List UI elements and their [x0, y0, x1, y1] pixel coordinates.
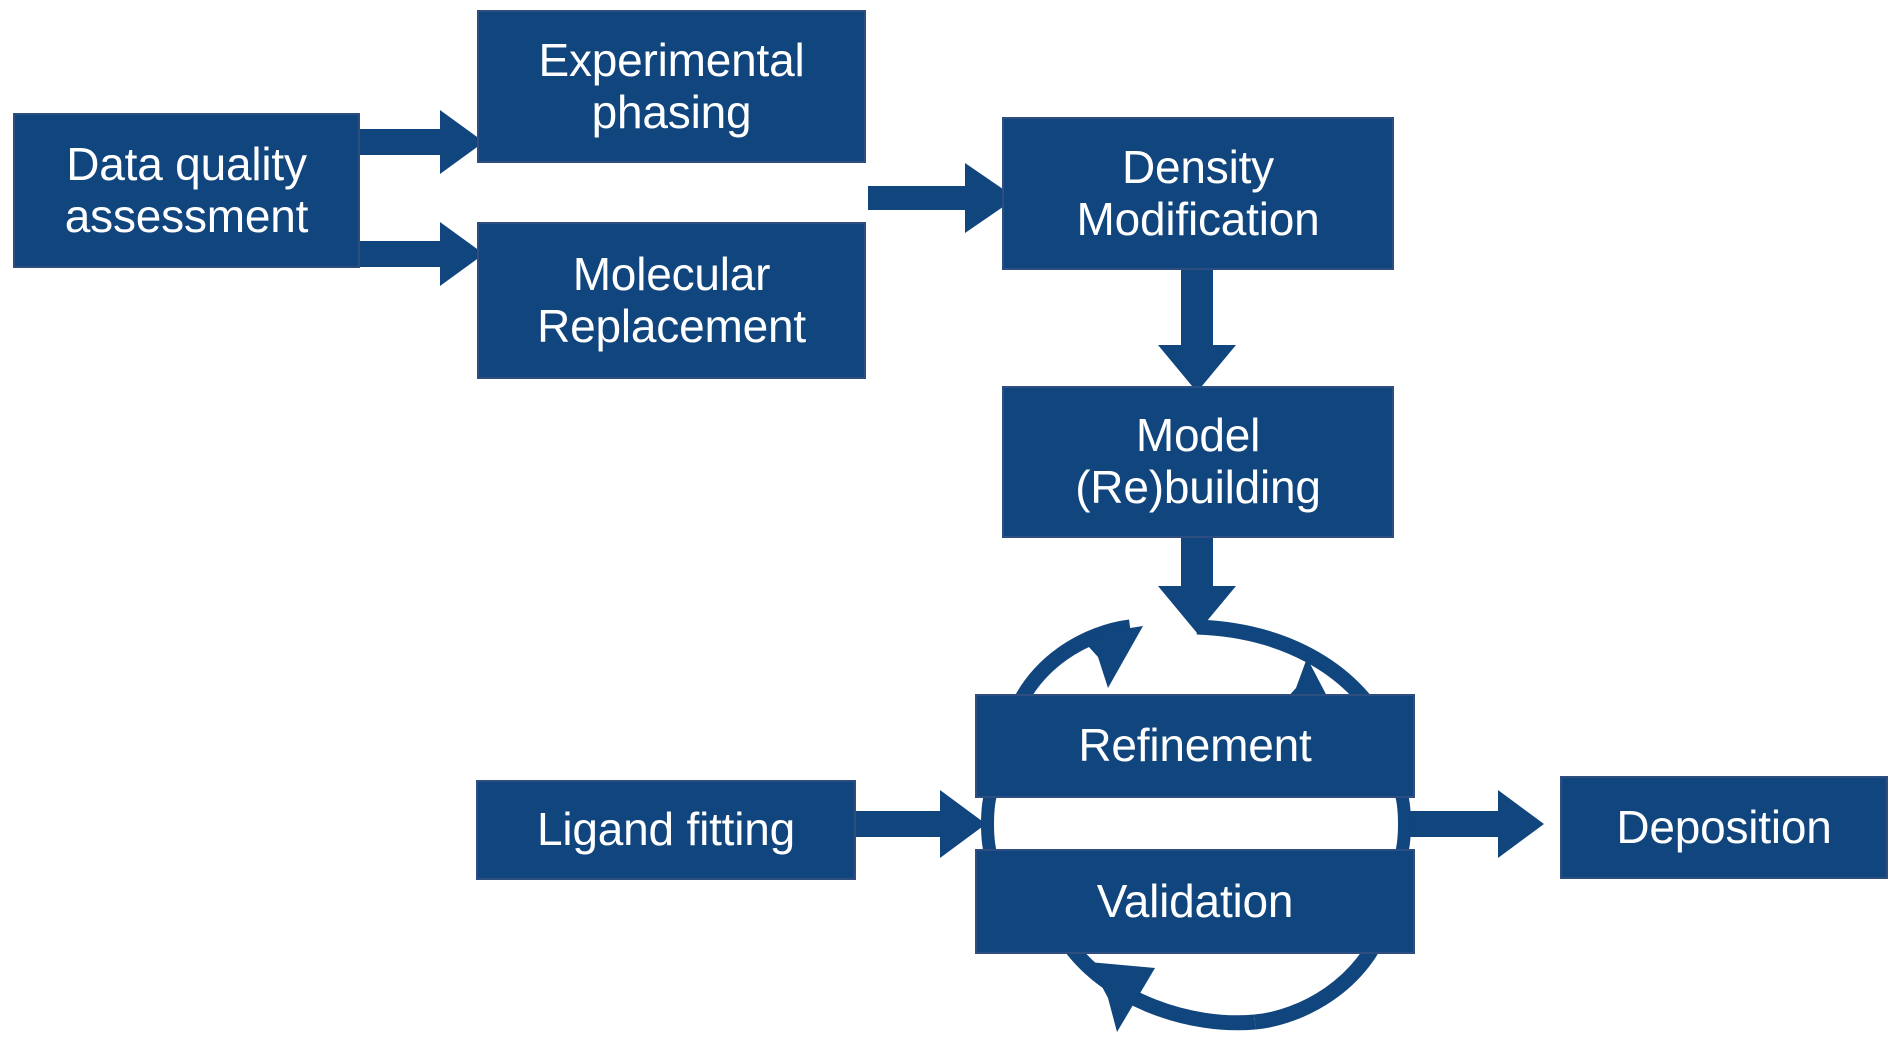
arrow-data-quality-to-experimental-phasing: [358, 110, 484, 174]
arrow-model-rebuilding-to-cycle: [1158, 536, 1236, 633]
node-refinement[interactable]: Refinement: [975, 694, 1415, 798]
node-label: Validation: [1096, 874, 1294, 927]
arrow-data-quality-to-molecular-replacement: [358, 222, 484, 286]
node-validation[interactable]: Validation: [975, 849, 1415, 954]
arrow-phasing-to-density-modification: [868, 163, 1016, 233]
node-label: Model(Re)building: [1075, 409, 1321, 513]
arrow-ligand-fitting-to-cycle: [856, 790, 986, 858]
node-label: Deposition: [1616, 800, 1832, 853]
node-label: Ligand fitting: [536, 803, 796, 856]
node-deposition[interactable]: Deposition: [1560, 776, 1888, 879]
node-model-rebuilding[interactable]: Model(Re)building: [1002, 386, 1394, 538]
arrow-density-modification-to-model-rebuilding: [1158, 268, 1236, 392]
arrow-cycle-to-deposition: [1404, 790, 1544, 858]
node-ligand-fitting[interactable]: Ligand fitting: [476, 780, 856, 880]
node-label: Refinement: [1078, 719, 1312, 772]
